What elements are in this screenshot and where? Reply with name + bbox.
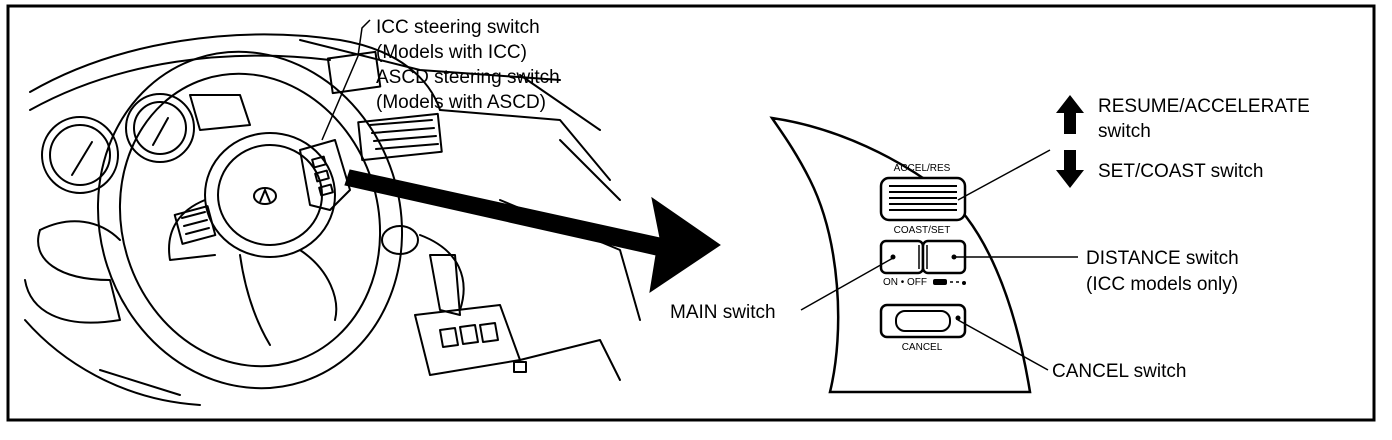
resume-callout-line1: RESUME/ACCELERATE	[1098, 96, 1310, 117]
cancel-panel-label: CANCEL	[902, 342, 943, 353]
figure-frame	[6, 4, 1376, 422]
set-coast-callout: SET/COAST switch	[1098, 161, 1263, 182]
cancel-callout: CANCEL switch	[1052, 361, 1186, 382]
switch-panel: ACCEL/RES COAST/SET ON • OFF CANCEL	[769, 116, 1032, 394]
steering-callout-line3: ASCD steering switch	[376, 67, 560, 88]
cancel-button-inner	[895, 310, 951, 332]
infiniti-logo-icon	[253, 187, 277, 205]
up-arrow-icon	[1056, 95, 1084, 134]
down-arrow-icon	[1056, 150, 1084, 188]
leader-lines	[800, 149, 1078, 371]
main-switch-button[interactable]	[879, 239, 925, 275]
coast-set-panel-label: COAST/SET	[894, 225, 951, 236]
steering-callout-line4: (Models with ASCD)	[376, 92, 546, 113]
rocker-ridges	[889, 185, 957, 211]
distance-callout-line2: (ICC models only)	[1086, 274, 1238, 295]
main-callout: MAIN switch	[670, 302, 776, 323]
pointer-arrow	[344, 169, 721, 294]
steering-switch-leader	[321, 19, 371, 141]
steering-callout-line2: (Models with ICC)	[376, 42, 527, 63]
accel-res-panel-label: ACCEL/RES	[894, 163, 951, 174]
resume-callout-line2: switch	[1098, 121, 1151, 142]
dashboard-illustration	[24, 33, 641, 406]
distance-car-icon	[933, 279, 966, 285]
steering-callout-line1: ICC steering switch	[376, 17, 540, 38]
distance-callout-line1: DISTANCE switch	[1086, 248, 1239, 269]
on-off-panel-label: ON • OFF	[883, 277, 927, 288]
